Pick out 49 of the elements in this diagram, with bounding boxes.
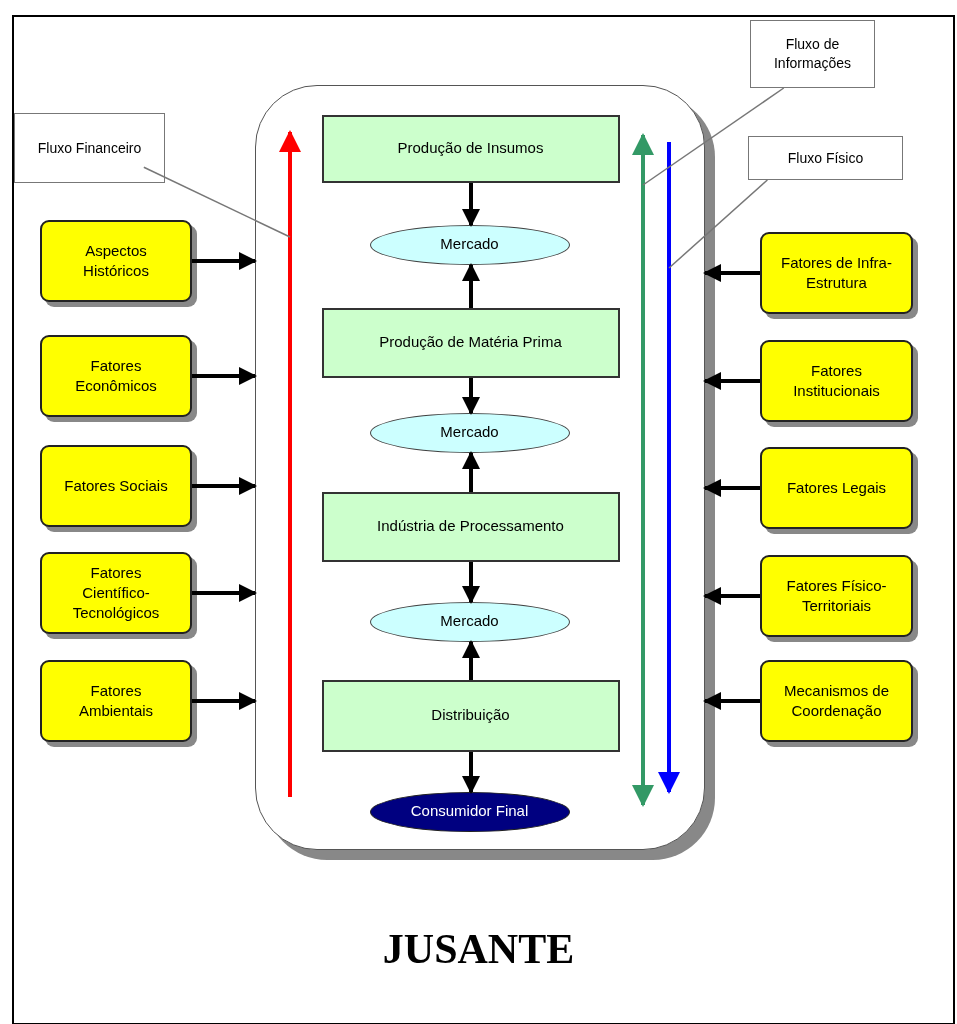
process-box	[321, 114, 620, 183]
node-label: Fatores Sociais	[64, 475, 168, 496]
node-label: Distribuição	[431, 705, 510, 726]
leader-line	[143, 166, 291, 238]
node-label: Fatores de Infra-Estrutura	[780, 252, 893, 293]
arrow	[192, 477, 257, 495]
process-box	[321, 679, 620, 752]
arrow	[192, 692, 257, 710]
arrow	[703, 372, 760, 390]
caption: JUSANTE	[382, 925, 575, 973]
node-label: Mercado	[440, 234, 499, 255]
arrow	[462, 562, 480, 604]
node-label: Fluxo de Informações	[772, 35, 852, 73]
node-label: Fatores Institucionais	[792, 360, 881, 401]
arrow	[462, 752, 480, 794]
arrow	[462, 640, 480, 680]
arrow	[462, 183, 480, 227]
callout-box	[750, 20, 875, 88]
leader-line	[642, 87, 785, 186]
arrow	[192, 252, 257, 270]
node-label: Fluxo Físico	[787, 148, 864, 168]
node-label: Fatores Econômicos	[74, 355, 158, 396]
node-label: Fatores Legais	[786, 477, 887, 498]
node-label: Fluxo Financeiro	[37, 138, 142, 158]
arrow	[703, 587, 760, 605]
process-box	[321, 307, 620, 378]
node-label: Mercado	[440, 422, 499, 443]
arrow	[703, 264, 760, 282]
arrow	[192, 584, 257, 602]
node-label: Fatores Científico-Tecnológicos	[71, 562, 161, 624]
node-label: Mercado	[440, 611, 499, 632]
process-box	[321, 491, 620, 562]
node-label: Mecanismos de Coordenação	[782, 680, 890, 721]
arrow	[462, 263, 480, 308]
arrow	[703, 692, 760, 710]
node-label: Produção de Matéria Prima	[379, 332, 562, 353]
leader-line	[668, 179, 769, 269]
node-label: Fatores Físico-Territoriais	[785, 575, 888, 616]
arrow	[703, 479, 760, 497]
node-label: Aspectos Históricos	[82, 240, 150, 281]
callout-box	[748, 136, 903, 180]
arrow	[462, 378, 480, 415]
node-label: Indústria de Processamento	[377, 516, 564, 537]
arrow	[462, 451, 480, 492]
node-label: Consumidor Final	[410, 801, 529, 822]
node-label: Fatores Ambientais	[77, 680, 155, 721]
arrow	[192, 367, 257, 385]
node-label: Produção de Insumos	[397, 138, 544, 159]
callout-box	[14, 113, 165, 183]
